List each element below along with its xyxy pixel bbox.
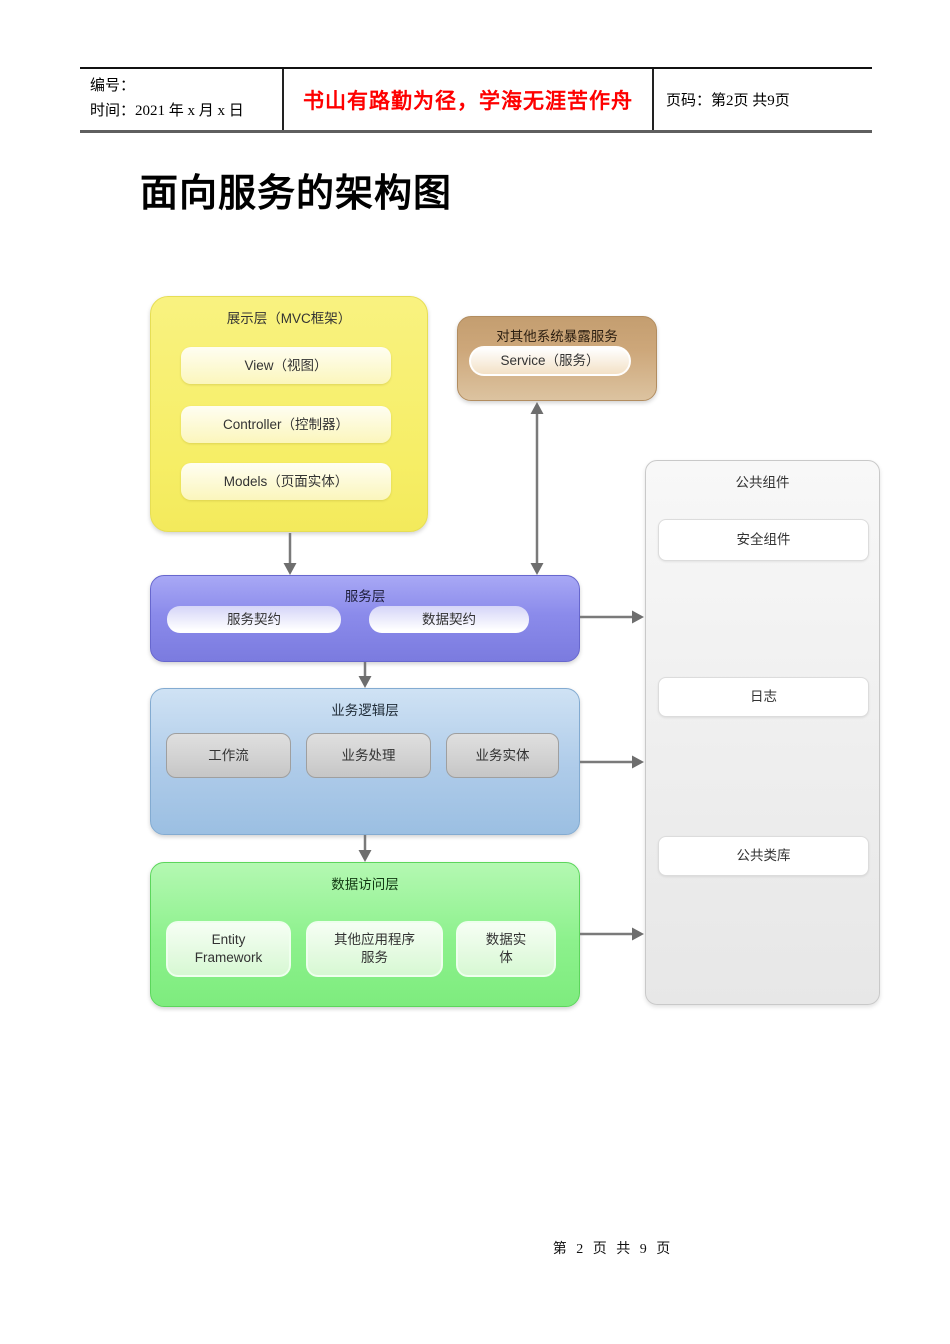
- service-layer-box: 服务层 服务契约 数据契约: [150, 575, 580, 662]
- arrow-service-to-business: [358, 662, 372, 688]
- service-item-data-contract: 数据契约: [369, 606, 529, 633]
- common-item-class-library: 公共类库: [658, 836, 869, 876]
- data-access-item-data-entity: 数据实体: [456, 921, 556, 977]
- exposed-item-service: Service（服务）: [469, 346, 631, 376]
- data-access-item-other-app-services: 其他应用程序服务: [306, 921, 443, 977]
- page-number-label: 页码：第2页 共9页: [666, 93, 790, 109]
- presentation-item-controller: Controller（控制器）: [181, 406, 391, 443]
- business-logic-layer-title: 业务逻辑层: [331, 703, 399, 718]
- business-item-workflow: 工作流: [166, 733, 291, 778]
- common-item-security: 安全组件: [658, 519, 869, 561]
- arrow-exposed-service-bidirectional: [530, 402, 544, 575]
- exposed-services-box: 对其他系统暴露服务 Service（服务）: [457, 316, 657, 401]
- common-item-logging: 日志: [658, 677, 869, 717]
- footer-page-info: 第 2 页 共 9 页: [552, 1242, 674, 1257]
- presentation-item-models: Models（页面实体）: [181, 463, 391, 500]
- doc-number-label: 编号：: [90, 78, 136, 94]
- arrow-business-to-dataaccess: [358, 835, 372, 862]
- service-layer-title: 服务层: [344, 589, 386, 604]
- common-components-title: 公共组件: [735, 475, 790, 490]
- page-title: 面向服务的架构图: [140, 173, 453, 215]
- business-item-processing: 业务处理: [306, 733, 431, 778]
- arrow-service-to-common: [580, 610, 644, 624]
- data-access-layer-box: 数据访问层 Entity Framework 其他应用程序服务 数据实体: [150, 862, 580, 1007]
- business-item-entity: 业务实体: [446, 733, 559, 778]
- header-cell-page: 页码：第2页 共9页: [654, 69, 872, 130]
- business-logic-layer-box: 业务逻辑层 工作流 业务处理 业务实体: [150, 688, 580, 835]
- data-access-item-entity-framework: Entity Framework: [166, 921, 291, 977]
- header-cell-motto: 书山有路勤为径，学海无涯苦作舟: [282, 69, 654, 130]
- common-components-box: 公共组件 安全组件 日志 公共类库: [645, 460, 880, 1005]
- motto-text: 书山有路勤为径，学海无涯苦作舟: [303, 88, 633, 113]
- presentation-item-view: View（视图）: [181, 347, 391, 384]
- exposed-services-title: 对其他系统暴露服务: [496, 329, 618, 344]
- header-table: 编号： 时间：2021 年 x 月 x 日 书山有路勤为径，学海无涯苦作舟 页码…: [80, 67, 872, 133]
- presentation-layer-title: 展示层（MVC框架）: [226, 311, 352, 326]
- service-item-contract: 服务契约: [167, 606, 341, 633]
- doc-date-label: 时间：2021 年 x 月 x 日: [90, 103, 244, 119]
- arrow-presentation-to-service: [283, 533, 297, 575]
- header-cell-meta: 编号： 时间：2021 年 x 月 x 日: [80, 69, 282, 130]
- arrow-dataaccess-to-common: [580, 927, 644, 941]
- arrow-business-to-common: [580, 755, 644, 769]
- presentation-layer-box: 展示层（MVC框架） View（视图） Controller（控制器） Mode…: [150, 296, 428, 532]
- data-access-layer-title: 数据访问层: [331, 877, 399, 892]
